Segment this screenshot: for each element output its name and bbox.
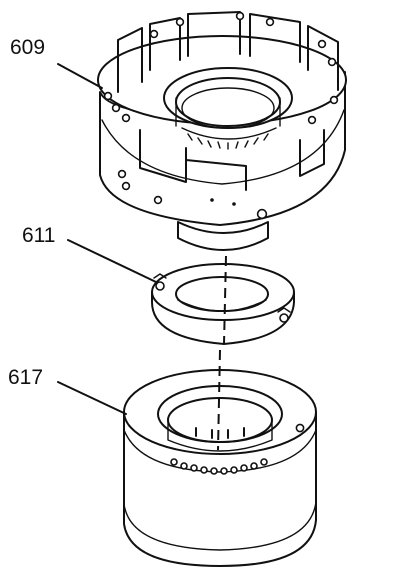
callout-617: 617 bbox=[8, 366, 43, 389]
leader-609 bbox=[57, 63, 103, 89]
leader-617 bbox=[57, 381, 127, 415]
callout-609: 609 bbox=[10, 36, 45, 59]
part-609-housing bbox=[97, 11, 347, 251]
part-611-ring bbox=[151, 263, 295, 345]
part-617-drum bbox=[123, 369, 317, 567]
callout-611: 611 bbox=[22, 224, 55, 247]
leader-lines bbox=[57, 63, 157, 415]
leader-611 bbox=[67, 239, 157, 283]
center-axis bbox=[217, 255, 227, 451]
